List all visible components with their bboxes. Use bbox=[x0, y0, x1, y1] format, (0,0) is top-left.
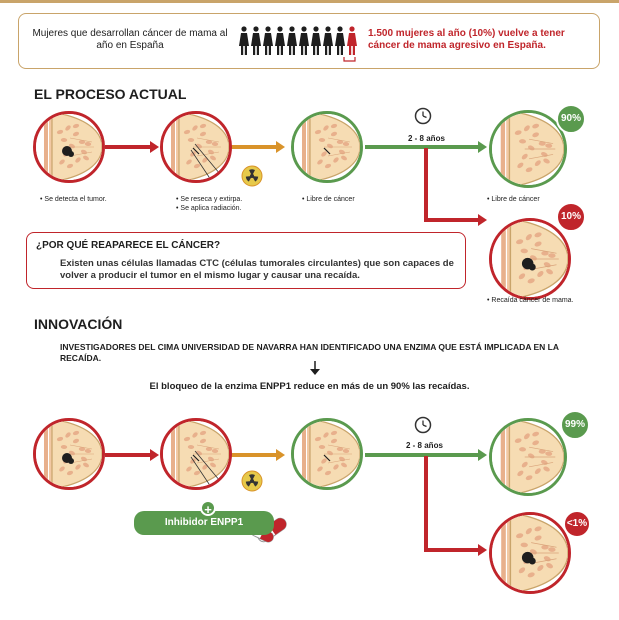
woman-figure-icon bbox=[311, 26, 321, 55]
arrow-inno-free-to-relapse bbox=[424, 456, 478, 552]
woman-figure-icon bbox=[263, 26, 273, 55]
badge-innovation-bad: <1% bbox=[563, 510, 591, 538]
breast-relapse-circle bbox=[489, 218, 571, 300]
innovation-subtitle: INVESTIGADORES DEL CIMA UNIVERSIDAD DE N… bbox=[60, 342, 559, 363]
current-process-diagram bbox=[105, 107, 487, 226]
woman-figure-icon bbox=[287, 26, 297, 55]
breast-cancer-free-circle bbox=[291, 111, 363, 183]
section-title-current: EL PROCESO ACTUAL bbox=[34, 86, 187, 102]
radiation-icon bbox=[241, 470, 263, 492]
badge-current-bad: 10% bbox=[556, 202, 586, 232]
breast-remains-free-circle bbox=[489, 110, 567, 188]
badge-current-good: 90% bbox=[556, 104, 586, 134]
woman-figure-icon bbox=[239, 26, 249, 55]
breast-surgery-circle-innovation bbox=[160, 418, 232, 490]
down-arrow-icon bbox=[310, 361, 320, 375]
badge-innovation-good: 99% bbox=[560, 410, 590, 440]
woman-figure-icon bbox=[335, 26, 345, 55]
question-box bbox=[26, 232, 466, 289]
breast-cancer-free-circle-innovation bbox=[291, 418, 363, 490]
women-figures-pictogram bbox=[239, 26, 357, 62]
statistics-box bbox=[18, 13, 600, 69]
statistics-right-text: 1.500 mujeres al año (10%) vuelve a tene… bbox=[368, 28, 565, 51]
caption-remains-free: • Libre de cáncer bbox=[487, 196, 540, 203]
plus-icon: + bbox=[200, 500, 216, 517]
top-rule bbox=[0, 0, 619, 3]
breast-tumor-circle-innovation bbox=[33, 418, 105, 490]
caption-relapse: • Recaída cáncer de mama. bbox=[487, 297, 574, 304]
caption-free: • Libre de cáncer bbox=[302, 196, 355, 203]
radiation-icon bbox=[241, 165, 263, 187]
caption-surgery: • Se reseca y extirpa.• Se aplica radiac… bbox=[176, 196, 243, 212]
arrow-free-to-relapse bbox=[424, 148, 478, 222]
statistics-left-text: Mujeres que desarrollan cáncer de mama a… bbox=[32, 28, 228, 51]
breast-remains-free-circle-innovation bbox=[489, 418, 567, 496]
time-label-innovation: 2 - 8 años bbox=[406, 441, 443, 450]
question-title: ¿POR QUÉ REAPARECE EL CÁNCER? bbox=[36, 240, 221, 251]
woman-figure-icon bbox=[347, 26, 357, 55]
clock-icon bbox=[414, 416, 432, 434]
clock-icon bbox=[414, 107, 432, 125]
section-title-innovation: INNOVACIÓN bbox=[34, 316, 123, 332]
time-label-current: 2 - 8 años bbox=[408, 134, 445, 143]
caption-detect: • Se detecta el tumor. bbox=[40, 196, 107, 203]
woman-figure-icon bbox=[299, 26, 309, 55]
woman-figure-icon bbox=[323, 26, 333, 55]
innovation-statement: El bloqueo de la enzima ENPP1 reduce en … bbox=[149, 381, 470, 392]
woman-figure-icon bbox=[275, 26, 285, 55]
breast-surgery-circle bbox=[160, 111, 232, 183]
woman-figure-icon bbox=[251, 26, 261, 55]
breast-relapse-circle-innovation bbox=[489, 512, 571, 594]
question-text: Existen unas células llamadas CTC (célul… bbox=[60, 258, 454, 281]
breast-tumor-circle bbox=[33, 111, 105, 183]
